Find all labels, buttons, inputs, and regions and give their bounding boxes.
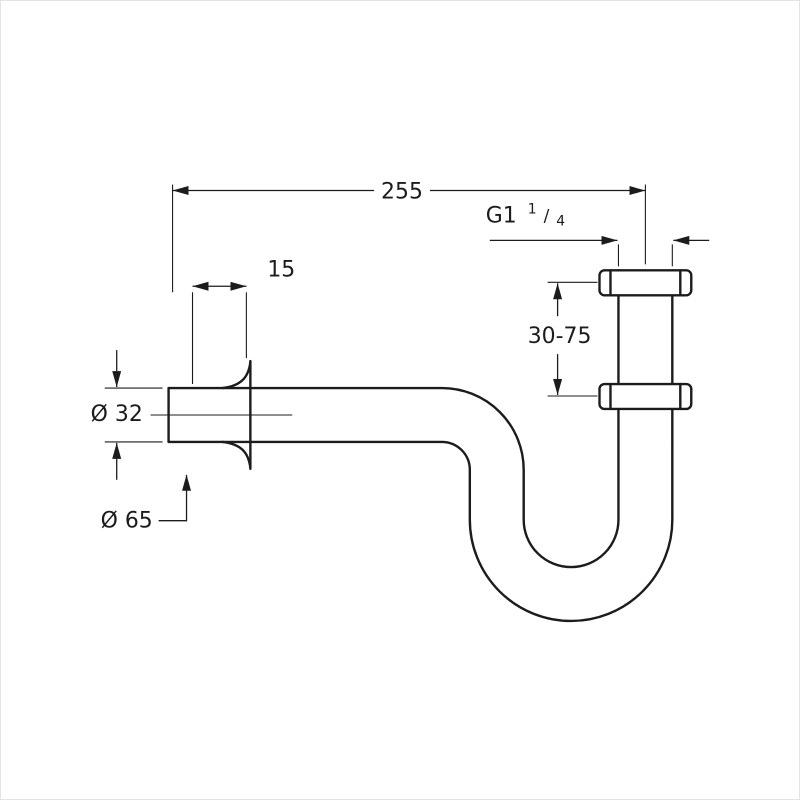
adjustment-range-label: 30-75 — [528, 324, 592, 349]
overall-width-label: 255 — [381, 180, 423, 205]
top-coupling-nut — [598, 269, 693, 297]
dimension-labels: 255 15 30-75 Ø 32 Ø 65 G1 1 / 4 — [91, 180, 592, 534]
rosette-flare-bottom — [221, 440, 252, 470]
pipe-diameter-label: Ø 32 — [91, 402, 143, 427]
pipe-outline-upper — [167, 269, 620, 569]
pipe-outline-lower — [167, 269, 674, 623]
thread-size-numerator: 1 — [528, 201, 537, 217]
p-trap-body — [167, 269, 693, 623]
thread-size-denominator: 4 — [556, 213, 565, 229]
thread-size-slash: / — [544, 205, 550, 225]
dim-rosette-dia-leader — [158, 474, 192, 522]
bottom-coupling-nut — [598, 382, 693, 411]
rosette-diameter-label: Ø 65 — [101, 509, 153, 534]
thread-size-prefix: G1 — [486, 203, 517, 228]
dimension-lines — [112, 186, 710, 522]
rosette-offset-label: 15 — [267, 257, 295, 282]
thread-size-label: G1 1 / 4 — [486, 194, 566, 229]
extension-lines — [104, 184, 673, 443]
rosette-flare-top — [221, 360, 252, 390]
riser-couplings — [598, 269, 693, 411]
